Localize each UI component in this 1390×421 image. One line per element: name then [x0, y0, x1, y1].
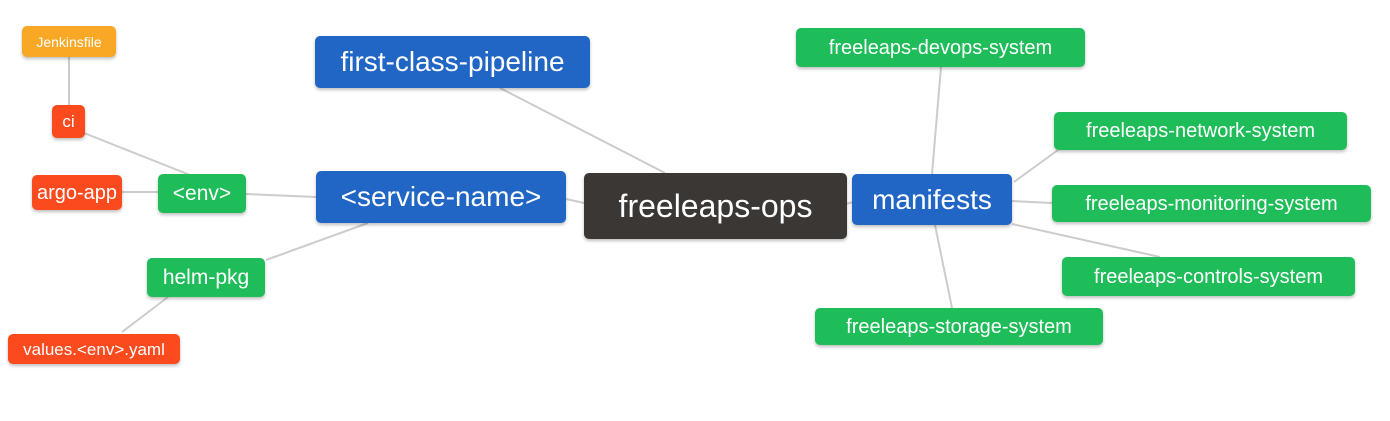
edge-values-env-yaml-to-helm-pkg — [121, 296, 169, 333]
mindmap-node-first-class-pipeline[interactable]: first-class-pipeline — [315, 36, 590, 88]
edge-ci-to-env — [83, 132, 191, 176]
mindmap-node-jenkinsfile[interactable]: Jenkinsfile — [22, 26, 116, 57]
mindmap-node-network-system[interactable]: freeleaps-network-system — [1054, 112, 1347, 150]
mindmap-node-values-env-yaml[interactable]: values.<env>.yaml — [8, 334, 180, 364]
edge-manifests-to-controls-system — [1011, 223, 1161, 258]
mindmap-node-helm-pkg[interactable]: helm-pkg — [147, 258, 265, 297]
mindmap-node-controls-system[interactable]: freeleaps-controls-system — [1062, 257, 1355, 296]
edge-service-name-to-freeleaps-ops — [565, 198, 585, 204]
edge-manifests-to-monitoring-system — [1011, 200, 1053, 204]
edge-first-class-pipeline-to-freeleaps-ops — [499, 87, 666, 174]
mindmap-node-monitoring-system[interactable]: freeleaps-monitoring-system — [1052, 185, 1371, 222]
mindmap-node-storage-system[interactable]: freeleaps-storage-system — [815, 308, 1103, 345]
mindmap-node-argo-app[interactable]: argo-app — [32, 175, 122, 210]
edge-helm-pkg-to-service-name — [265, 222, 369, 261]
mindmap-node-env[interactable]: <env> — [158, 174, 246, 213]
edge-manifests-to-network-system — [1013, 149, 1059, 183]
mindmap-node-manifests[interactable]: manifests — [852, 174, 1012, 225]
mindmap-node-devops-system[interactable]: freeleaps-devops-system — [796, 28, 1085, 67]
mindmap-node-service-name[interactable]: <service-name> — [316, 171, 566, 223]
mindmap-node-ci[interactable]: ci — [52, 105, 85, 138]
mindmap-node-freeleaps-ops[interactable]: freeleaps-ops — [584, 173, 847, 239]
edge-manifests-to-devops-system — [931, 66, 942, 175]
edge-env-to-service-name — [245, 193, 317, 198]
edge-manifests-to-storage-system — [934, 224, 953, 309]
